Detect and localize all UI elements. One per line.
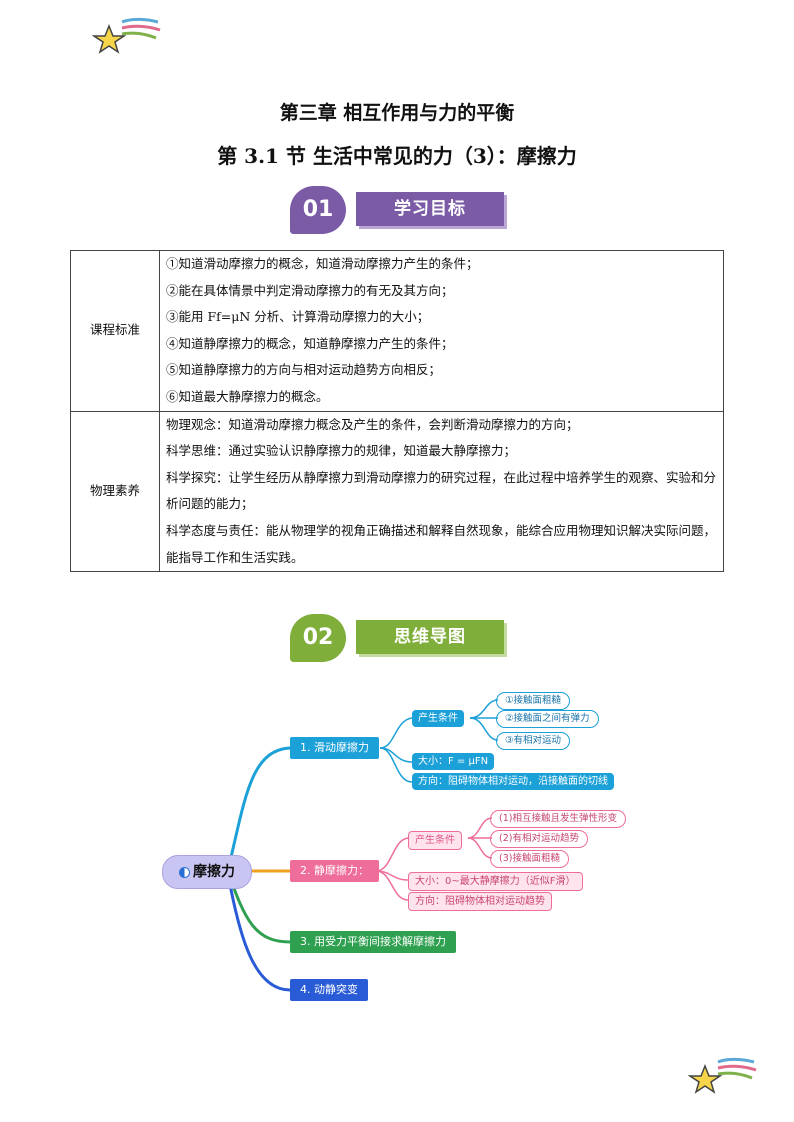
row-header: 物理素养 xyxy=(70,410,160,573)
table-row: 课程标准 ①知道滑动摩擦力的概念，知道滑动摩擦力产生的条件； ②能在具体情景中判… xyxy=(70,250,724,412)
condition-item: ③有相对运动 xyxy=(496,732,571,750)
condition-label: 产生条件 xyxy=(412,710,464,727)
table-row: 物理素养 物理观念：知道滑动摩擦力概念及产生的条件，会判断滑动摩擦力的方向； 科… xyxy=(70,410,724,573)
branch-static-friction: 2. 静摩擦力： xyxy=(290,860,379,882)
goal-line: ②能在具体情景中判定滑动摩擦力的有无及其方向； xyxy=(166,282,454,298)
mindmap-connectors xyxy=(226,699,499,992)
literacy-line: 科学态度与责任：能从物理学的视角正确描述和解释自然现象，能综合应用物理知识解决实… xyxy=(166,522,717,565)
condition-label: 产生条件 xyxy=(408,831,462,850)
condition-item: (2)有相对运动趋势 xyxy=(490,830,588,848)
goal-line: ③能用 Ff=μN 分析、计算滑动摩擦力的大小； xyxy=(166,309,430,325)
condition-item: ②接触面之间有弹力 xyxy=(496,710,599,728)
star-decoration-top xyxy=(92,17,161,54)
mindmap-root: 摩擦力 xyxy=(162,855,252,889)
section-label: 学习目标 xyxy=(356,192,504,226)
condition-item: (3)接触面粗糙 xyxy=(490,850,569,868)
goal-line: ⑥知道最大静摩擦力的概念。 xyxy=(166,388,329,404)
size-formula: 大小：F = μFN xyxy=(412,753,495,770)
branch-static-kinetic-transition: 4. 动静突变 xyxy=(290,979,368,1001)
half-circle-icon xyxy=(179,866,190,878)
row-content: 物理观念：知道滑动摩擦力概念及产生的条件，会判断滑动摩擦力的方向； 科学思维：通… xyxy=(159,410,724,573)
star-icon xyxy=(688,1057,757,1094)
goal-line: ①知道滑动摩擦力的概念，知道滑动摩擦力产生的条件； xyxy=(166,256,479,271)
root-label: 摩擦力 xyxy=(193,864,235,880)
row-content: ①知道滑动摩擦力的概念，知道滑动摩擦力产生的条件； ②能在具体情景中判定滑动摩擦… xyxy=(159,250,724,412)
star-decoration-bottom xyxy=(688,1057,757,1094)
section-number: 01 xyxy=(290,186,346,234)
size-range: 大小：0~最大静摩擦力（近似F滑） xyxy=(408,872,583,891)
row-header: 课程标准 xyxy=(70,250,160,412)
star-icon xyxy=(92,17,161,54)
goal-line: ④知道静摩擦力的概念，知道静摩擦力产生的条件； xyxy=(166,335,454,351)
literacy-line: 科学思维：通过实验认识静摩擦力的规律，知道最大静摩擦力； xyxy=(166,443,517,459)
direction-rule: 方向：阻碍物体相对运动，沿接触面的切线 xyxy=(412,773,614,790)
literacy-line: 科学探究：让学生经历从静摩擦力到滑动摩擦力的研究过程，在此过程中培养学生的观察、… xyxy=(166,469,717,512)
section-number: 02 xyxy=(290,614,346,662)
goal-line: ⑤知道静摩擦力的方向与相对运动趋势方向相反； xyxy=(166,362,442,378)
literacy-line: 物理观念：知道滑动摩擦力概念及产生的条件，会判断滑动摩擦力的方向； xyxy=(166,416,579,432)
condition-item: ①接触面粗糙 xyxy=(496,692,571,710)
direction-rule: 方向：阻碍物体相对运动趋势 xyxy=(408,892,552,911)
section-title: 第 3.1 节 生活中常见的力（3）：摩擦力 xyxy=(217,144,577,168)
section-label: 思维导图 xyxy=(356,620,504,654)
chapter-title: 第三章 相互作用与力的平衡 xyxy=(279,102,515,124)
branch-equilibrium-method: 3. 用受力平衡间接求解摩擦力 xyxy=(290,931,456,953)
goals-table: 课程标准 ①知道滑动摩擦力的概念，知道滑动摩擦力产生的条件； ②能在具体情景中判… xyxy=(70,250,724,573)
condition-item: (1)相互接触且发生弹性形变 xyxy=(490,810,626,828)
branch-sliding-friction: 1. 滑动摩擦力 xyxy=(290,737,379,759)
